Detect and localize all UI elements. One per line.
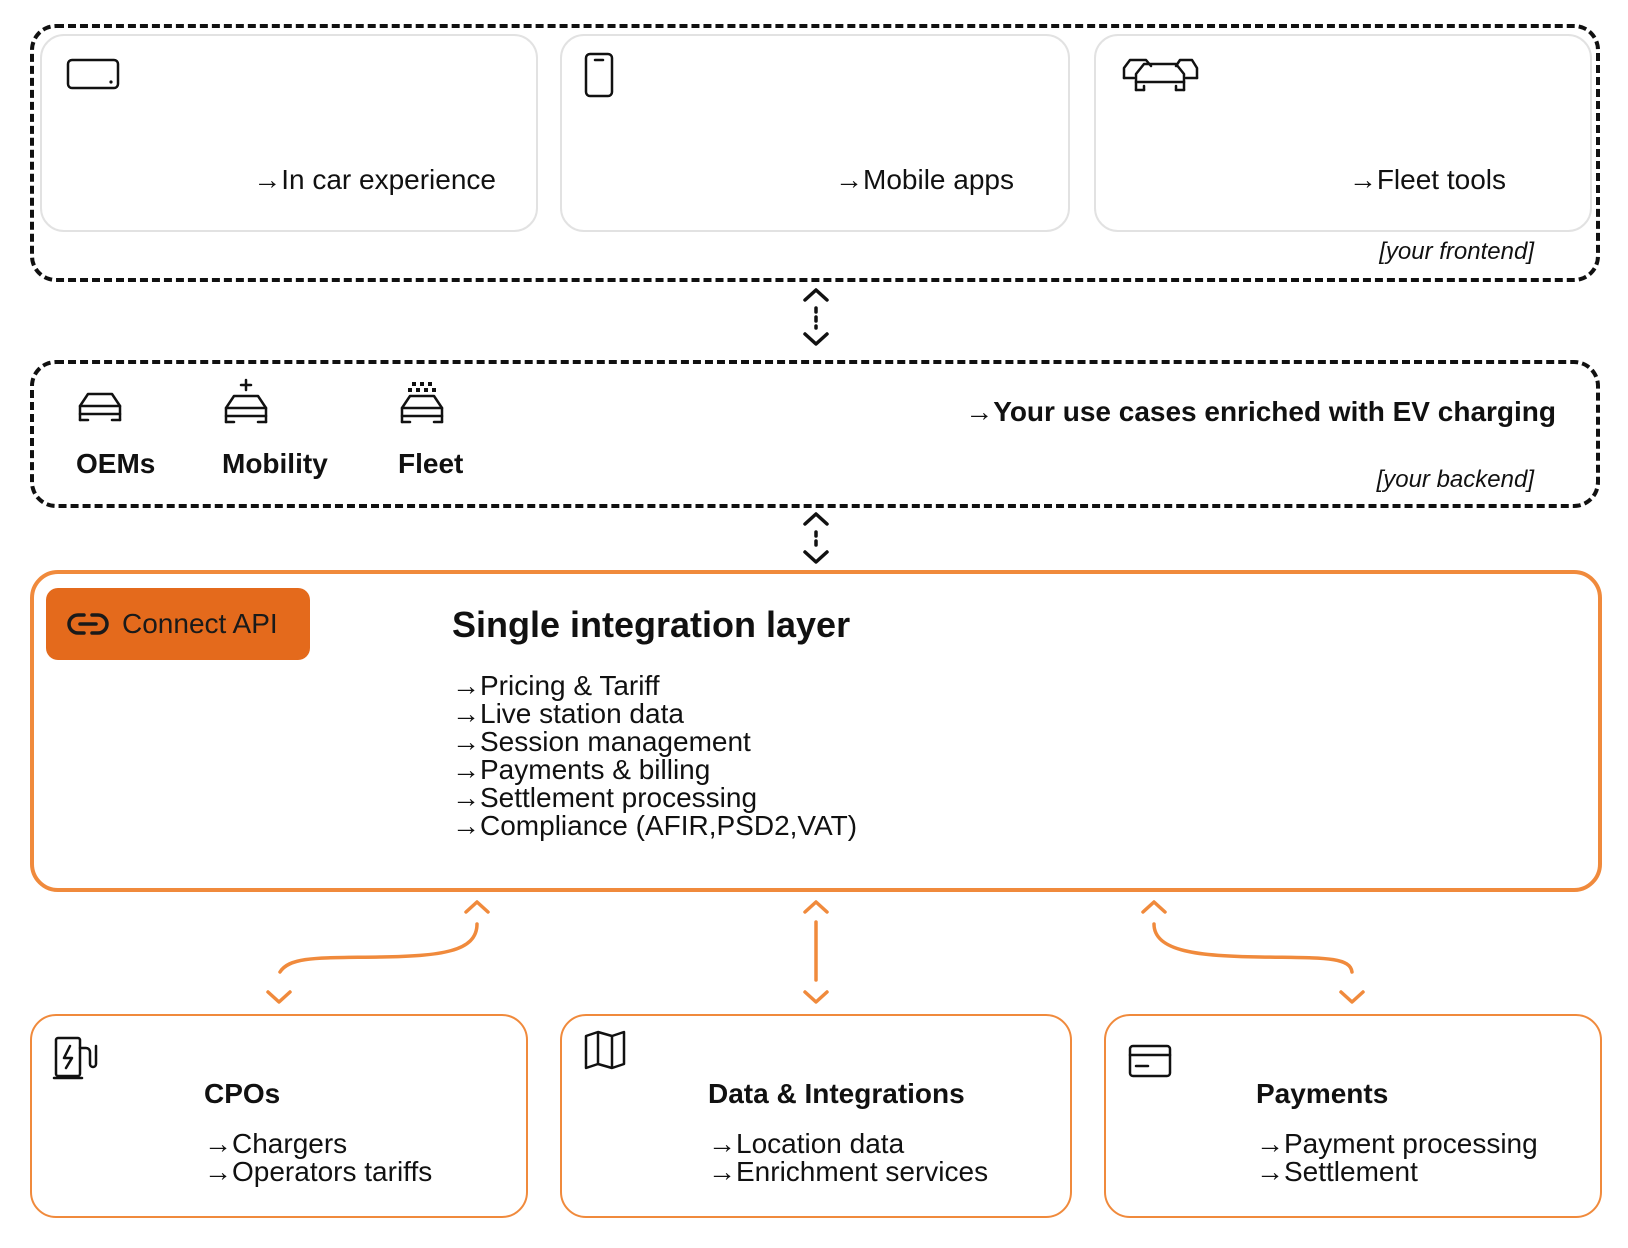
frontend-card-fleet[interactable]: →Fleet tools bbox=[1094, 34, 1592, 232]
provider-title: CPOs bbox=[204, 1078, 281, 1109]
car-fleet-icon bbox=[400, 382, 444, 424]
arrow-down-icon bbox=[1339, 990, 1365, 1004]
provider-card-data[interactable]: Data & Integrations →Location data →Enri… bbox=[560, 1014, 1072, 1218]
persona-label-fleet: Fleet bbox=[398, 448, 464, 479]
smartphone-icon bbox=[584, 52, 614, 98]
provider-list: →Chargers →Operators tariffs bbox=[204, 1130, 432, 1186]
credit-card-icon bbox=[1128, 1044, 1172, 1078]
ev-charger-icon bbox=[52, 1036, 98, 1080]
list-item: →Location data bbox=[708, 1128, 905, 1159]
integration-title: Single integration layer bbox=[452, 604, 851, 645]
car-plus-icon bbox=[224, 378, 268, 424]
map-icon bbox=[584, 1030, 626, 1070]
provider-title: Data & Integrations bbox=[708, 1078, 965, 1109]
provider-card-payments[interactable]: Payments →Payment processing →Settlement bbox=[1104, 1014, 1602, 1218]
list-item: →Settlement bbox=[1256, 1156, 1418, 1187]
car-icon bbox=[78, 392, 122, 422]
frontend-group bbox=[30, 24, 1600, 282]
frontend-card-mobile[interactable]: →Mobile apps bbox=[560, 34, 1070, 232]
connect-api-label: Connect API bbox=[122, 608, 278, 639]
card-label: →Fleet tools bbox=[1348, 164, 1506, 195]
persona-label-mobility: Mobility bbox=[222, 448, 328, 479]
bidirectional-arrow-icon bbox=[803, 512, 829, 564]
arrow-up-icon bbox=[464, 900, 490, 914]
link-icon bbox=[67, 613, 109, 635]
arrow-down-icon bbox=[266, 990, 292, 1004]
provider-connectors bbox=[266, 900, 1365, 1004]
list-item: →Settlement processing bbox=[452, 782, 758, 813]
backend-headline: →Your use cases enriched with EV chargin… bbox=[965, 396, 1556, 427]
provider-card-cpos[interactable]: CPOs →Chargers →Operators tariffs bbox=[30, 1014, 528, 1218]
arrow-down-icon bbox=[803, 990, 829, 1004]
provider-list: →Payment processing →Settlement bbox=[1256, 1130, 1538, 1186]
frontend-card-in-car[interactable]: →In car experience bbox=[40, 34, 538, 232]
card-label: →In car experience bbox=[253, 164, 496, 195]
cars-icon bbox=[1122, 58, 1199, 92]
card-label: →Mobile apps bbox=[835, 164, 1014, 195]
persona-label-oems: OEMs bbox=[76, 448, 156, 479]
backend-tag: [your backend] bbox=[1376, 466, 1534, 493]
backend-group bbox=[30, 360, 1600, 508]
tablet-icon bbox=[66, 58, 120, 90]
frontend-tag: [your frontend] bbox=[1379, 238, 1534, 265]
list-item: →Live station data bbox=[452, 698, 684, 729]
list-item: →Operators tariffs bbox=[204, 1156, 433, 1187]
list-item: →Chargers bbox=[204, 1128, 348, 1159]
arrow-up-icon bbox=[1141, 900, 1167, 914]
provider-title: Payments bbox=[1256, 1078, 1389, 1109]
list-item: →Enrichment services bbox=[708, 1156, 989, 1187]
arrow-up-icon bbox=[803, 900, 829, 914]
list-item: →Pricing & Tariff bbox=[452, 670, 660, 701]
list-item: →Compliance (AFIR,PSD2,VAT) bbox=[452, 810, 858, 841]
list-item: →Payment processing bbox=[1256, 1128, 1538, 1159]
provider-list: →Location data →Enrichment services bbox=[708, 1130, 988, 1186]
integration-feature-list: →Pricing & Tariff →Live station data →Se… bbox=[452, 672, 857, 840]
list-item: →Payments & billing bbox=[452, 754, 711, 785]
list-item: →Session management bbox=[452, 726, 751, 757]
bidirectional-arrow-icon bbox=[803, 288, 829, 346]
connect-api-badge[interactable]: Connect API bbox=[46, 588, 310, 660]
